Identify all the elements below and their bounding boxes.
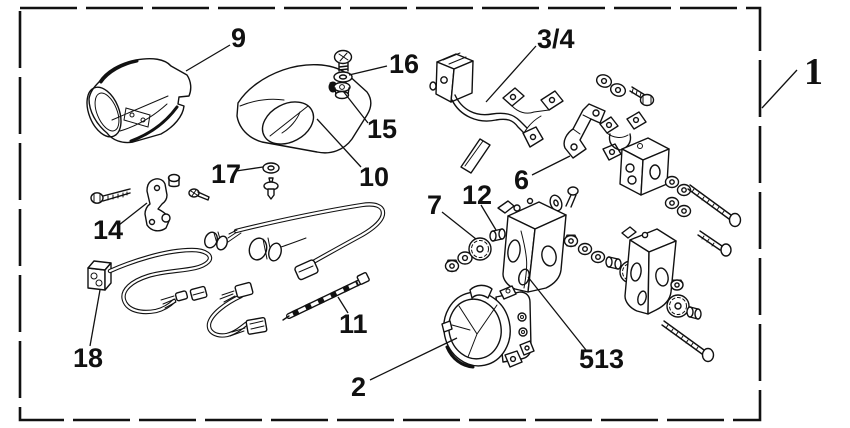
callout-3-4: 3/4 — [537, 24, 575, 54]
leader-2 — [369, 337, 458, 381]
leader-9 — [185, 44, 231, 72]
part-16-screw-washer — [333, 49, 353, 83]
part-13-hardware — [661, 279, 715, 363]
callout-6: 6 — [514, 165, 529, 195]
leader-17 — [235, 166, 264, 172]
callout-15: 15 — [367, 114, 397, 144]
hardware-top-right — [595, 74, 670, 196]
part-11-band — [282, 272, 370, 321]
part-12-collar — [489, 228, 506, 242]
leader-14 — [118, 202, 148, 226]
leader-11 — [337, 296, 349, 314]
leader-7 — [441, 211, 477, 240]
leader-1 — [761, 69, 798, 109]
leader-15 — [342, 90, 369, 124]
leader-12 — [480, 204, 497, 231]
part-9-cover — [86, 57, 192, 144]
fasteners-right — [664, 175, 742, 257]
callout-16: 16 — [389, 49, 419, 79]
part-12-pad — [460, 138, 491, 174]
callout-18: 18 — [73, 343, 103, 373]
callout-12: 12 — [462, 180, 492, 210]
part-18-harness — [87, 202, 386, 338]
leader-5-13 — [527, 276, 587, 351]
leader-18 — [89, 289, 101, 347]
part-13-bracket — [621, 226, 677, 315]
leader-6 — [531, 155, 571, 176]
part-2-fog-lamp — [441, 284, 535, 369]
part-6-stay-plate — [563, 103, 606, 159]
part-5-bracket — [497, 186, 579, 293]
part-14-bracket-hardware — [90, 173, 210, 232]
callout-9: 9 — [231, 23, 246, 53]
callout-labels: 9 16 15 10 17 14 18 11 2 513 3/4 6 12 7 … — [73, 23, 823, 402]
part-3-4-mount-arm — [429, 52, 564, 148]
callout-10: 10 — [359, 162, 389, 192]
part-17-washer-clip — [262, 162, 280, 200]
leader-16 — [348, 65, 388, 76]
callout-7: 7 — [427, 190, 442, 220]
callout-17: 17 — [211, 159, 241, 189]
callout-11: 11 — [339, 309, 368, 339]
callout-2: 2 — [351, 372, 366, 402]
leader-10 — [316, 118, 362, 168]
leader-3-4 — [485, 45, 537, 103]
callout-5-13: 513 — [579, 344, 624, 374]
callout-14: 14 — [93, 215, 123, 245]
callout-1: 1 — [804, 51, 823, 93]
leader-lines — [89, 44, 798, 381]
diagram-frame-border — [18, 6, 762, 422]
part-7-adjuster-stack — [444, 228, 506, 273]
